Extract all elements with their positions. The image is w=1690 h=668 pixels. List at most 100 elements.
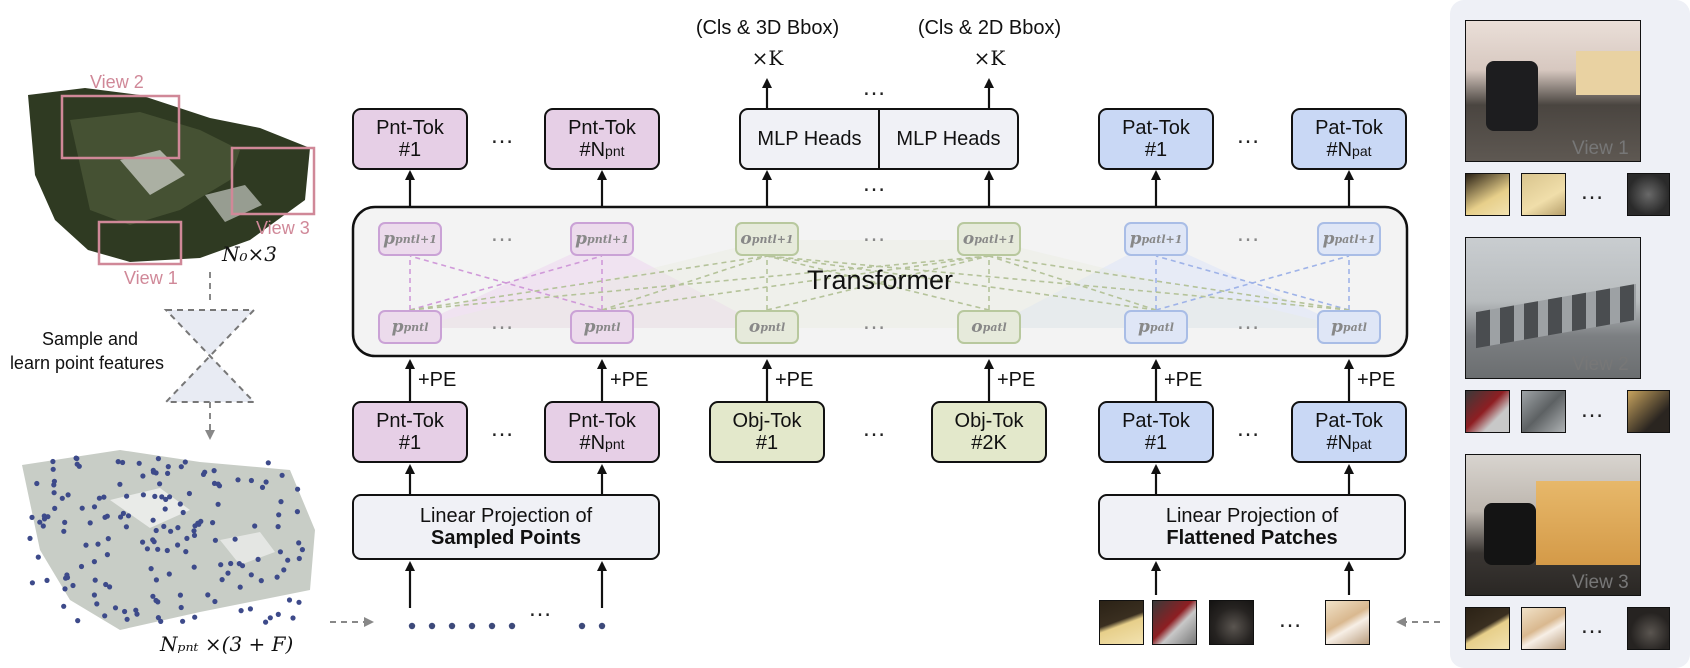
attention-link (766, 255, 990, 311)
sampled-point (122, 608, 128, 615)
sampled-point (177, 592, 183, 598)
input-patch-n (1325, 600, 1370, 645)
projection-input-arrows (405, 78, 1354, 608)
sampled-point (155, 615, 161, 621)
raw-point-cloud (28, 88, 310, 262)
view3-image (1465, 454, 1641, 596)
sampled-point (167, 494, 173, 500)
sampled-point (296, 555, 302, 562)
top-pnt-ellipsis: … (490, 122, 517, 149)
pe-label-3: +PE (775, 369, 814, 391)
sampled-point (125, 513, 132, 519)
sampled-point (61, 528, 67, 534)
bottom-pnt-token-n: Pnt-Tok #Npnt (544, 401, 660, 463)
attention-link (766, 255, 990, 311)
npnt-dimension: Nₚₙₜ ×(3 + F) (160, 632, 294, 656)
sampled-point (158, 618, 164, 625)
sampled-point (140, 492, 146, 498)
obj-token-1: Obj-Tok #1 (709, 401, 825, 463)
sampled-point (37, 519, 43, 525)
sampled-point (65, 492, 71, 498)
mlp-heads-box: MLP Heads MLP Heads (739, 108, 1019, 170)
sampled-point (123, 524, 129, 530)
token-label: Pat-Tok (1122, 409, 1190, 432)
sampled-point (215, 501, 221, 507)
sampled-point (104, 513, 110, 519)
sampled-point (144, 546, 150, 552)
sampled-point (150, 469, 157, 475)
sampled-point (95, 541, 101, 547)
token-label: Pat-Tok (1315, 409, 1383, 432)
sampled-point (225, 570, 231, 576)
tf-ellipsis-upper-3: … (1236, 220, 1263, 247)
sampled-point (248, 477, 254, 484)
view1-ellipsis: … (1580, 178, 1607, 205)
sampled-point (74, 455, 80, 462)
sampled-point (155, 456, 161, 462)
attention-connections (409, 240, 1350, 328)
sampled-point (120, 510, 126, 516)
sampled-point (235, 477, 241, 483)
sampled-point (92, 577, 98, 583)
top-pnt-token-1: Pnt-Tok #1 (352, 108, 468, 170)
projection-prefix: Linear Projection of (1165, 504, 1339, 527)
sampled-point (136, 460, 142, 466)
tf-ellipsis-upper-1: … (490, 220, 517, 247)
sampled-point (59, 495, 65, 501)
projection-patches-label: Flattened Patches (1166, 527, 1338, 549)
sampled-point (91, 592, 97, 598)
view1-patch-n (1627, 173, 1670, 216)
sampled-point (247, 606, 253, 612)
sampled-point (178, 464, 184, 470)
view3-patch-1 (1465, 607, 1510, 650)
token-index: #Npat (1326, 432, 1372, 454)
top-pat-token-1: Pat-Tok #1 (1098, 108, 1214, 170)
attention-link (988, 255, 1157, 311)
sampled-point (120, 459, 126, 466)
sampled-point (263, 619, 269, 625)
sampled-point (210, 520, 216, 526)
sampled-point (102, 613, 108, 619)
pe-label-4: +PE (997, 369, 1036, 391)
sampled-point (200, 471, 207, 477)
attention-link (409, 255, 990, 311)
mlp-head-2d: MLP Heads (896, 127, 1001, 150)
token-index: #1 (398, 139, 422, 161)
sampled-point (107, 584, 113, 590)
sampled-point (29, 580, 35, 586)
sampled-point (75, 618, 81, 624)
sampled-point (198, 518, 204, 525)
sampled-point (219, 577, 225, 583)
sampled-point (133, 607, 139, 613)
sampled-point (183, 549, 189, 555)
sampled-point (175, 542, 181, 548)
sampled-point (277, 549, 283, 555)
sampled-point (162, 506, 168, 512)
sampled-point (41, 513, 47, 519)
sampled-point (285, 557, 291, 563)
sampled-point (276, 512, 282, 518)
sampled-point (52, 505, 58, 511)
view2-ellipsis: … (1580, 396, 1607, 423)
token-index: #1 (1144, 139, 1168, 161)
sampled-point (186, 490, 192, 497)
sampled-point (180, 509, 186, 516)
sampled-point (124, 493, 130, 499)
bottom-pnt-token-1: Pnt-Tok #1 (352, 401, 468, 463)
view1-patch-1 (1465, 173, 1510, 216)
sampled-point (211, 480, 218, 486)
pe-label-6: +PE (1357, 369, 1396, 391)
view1-tag: View 1 (124, 268, 178, 288)
view3-label: View 3 (1572, 572, 1629, 593)
sampled-point (275, 611, 281, 618)
sampled-point (50, 458, 56, 465)
sampled-point (267, 615, 273, 621)
view2-patch-2 (1521, 390, 1566, 433)
